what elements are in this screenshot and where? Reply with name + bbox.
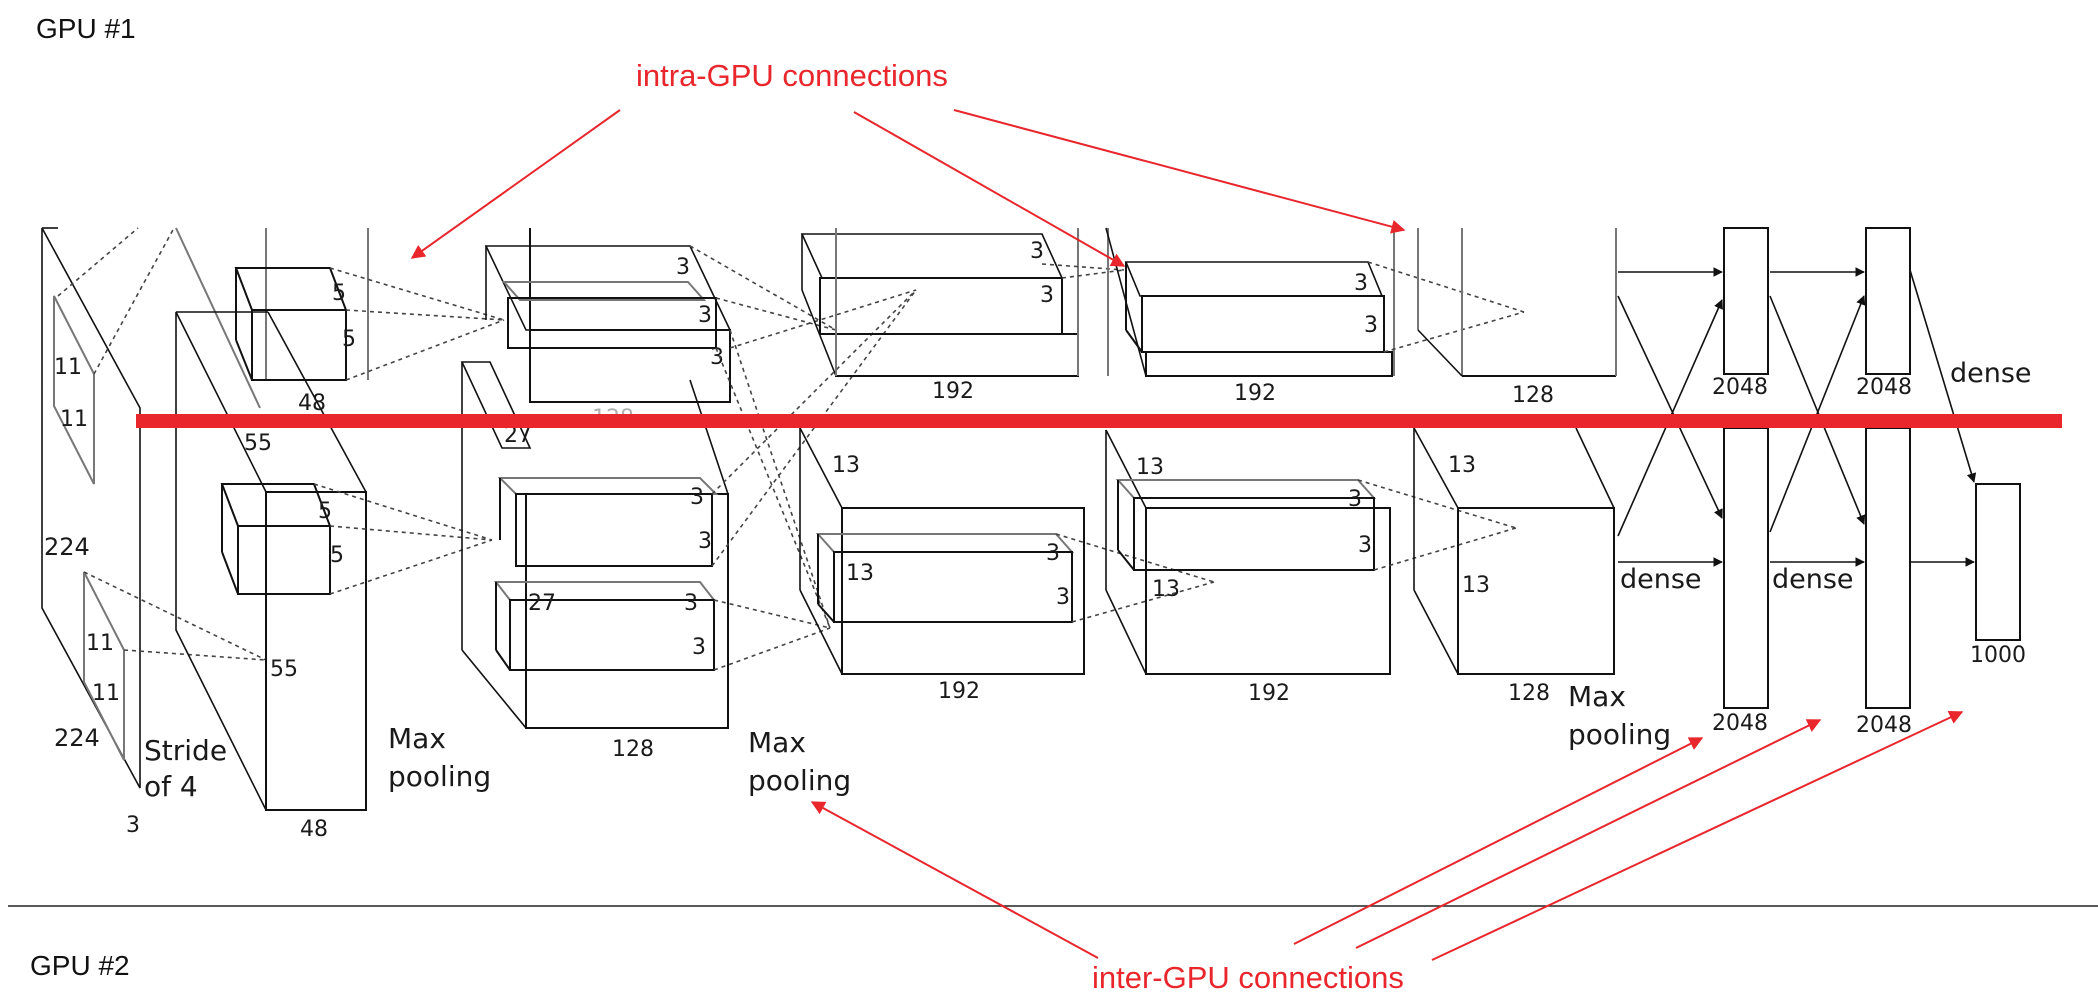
conv4-depth-bottom: 192	[1248, 681, 1290, 706]
output-label: 1000	[1970, 643, 2026, 668]
conv1-size-label: 55	[244, 431, 272, 456]
conv3-kernel-4: 3	[1056, 585, 1070, 610]
input-height-label: 224	[44, 533, 90, 561]
dense-label-3: dense	[1950, 358, 2032, 389]
intra-gpu-label: intra-GPU connections	[636, 58, 948, 93]
inter-gpu-label: inter-GPU connections	[1092, 960, 1404, 995]
gpu2-label: GPU #2	[30, 950, 130, 981]
conv2-depth-bottom: 128	[612, 737, 654, 762]
conv2-kernel-1: 3	[676, 255, 690, 280]
conv4-kernel-2: 3	[1364, 313, 1378, 338]
conv1-kernel-3: 5	[318, 499, 332, 524]
conv3-depth-bottom: 192	[938, 679, 980, 704]
fc2-top-label: 2048	[1856, 375, 1912, 400]
dense-label-1: dense	[1620, 564, 1702, 595]
fc-layers: 2048 2048 2048 2048 1000 dense dense den…	[1620, 227, 2032, 738]
fc2-bottom-label: 2048	[1856, 713, 1912, 738]
conv3-size-label: 13	[832, 453, 860, 478]
conv4-size-label: 13	[1136, 455, 1164, 480]
conv3-layer: 13 13 192 192 3 3 3 3	[799, 228, 1085, 704]
input-channels-label: 3	[126, 813, 140, 838]
conv2-kernel-7: 3	[692, 635, 706, 660]
conv2-kernel-6: 3	[684, 591, 698, 616]
conv4-kernel-4: 3	[1358, 533, 1372, 558]
intra-gpu-arrows	[410, 109, 1406, 267]
conv4-kernel-1: 3	[1354, 271, 1368, 296]
dense-label-2: dense	[1772, 564, 1854, 595]
conv2-kernel-3: 3	[710, 345, 724, 370]
conv1-kernel-1: 5	[332, 281, 346, 306]
input-kernel-label-2: 11	[60, 407, 88, 432]
inter-gpu-arrows	[810, 710, 1964, 961]
conv4-kernel-3: 3	[1348, 487, 1362, 512]
fc1-top-label: 2048	[1712, 375, 1768, 400]
input-layer: 224 224 3 11 11 11 11 Stride of 4	[41, 227, 236, 838]
conv3-size-label-2: 13	[846, 561, 874, 586]
conv3-depth-top: 192	[932, 379, 974, 404]
conv5-size-label: 13	[1448, 453, 1476, 478]
conv4-conv5-connections	[1357, 261, 1525, 571]
fc-connections	[1617, 267, 1977, 567]
conv1-kernel-2: 5	[342, 327, 356, 352]
conv2-size-label-2: 27	[528, 591, 556, 616]
conv5-size-label-2: 13	[1462, 573, 1490, 598]
input-kernel-label-3: 11	[86, 631, 114, 656]
conv3-kernel-2: 3	[1040, 283, 1054, 308]
input-width-label: 224	[54, 724, 100, 752]
fc1-bottom-label: 2048	[1712, 711, 1768, 736]
conv1-size-label-2: 55	[270, 657, 298, 682]
gpu1-label: GPU #1	[36, 13, 136, 44]
gpu-split-bar	[136, 414, 2062, 428]
conv1-kernel-4: 5	[330, 543, 344, 568]
conv4-layer: 13 13 192 192 3 3 3 3	[1105, 227, 1395, 706]
conv5-depth-bottom: 128	[1508, 681, 1550, 706]
conv2-kernel-5: 3	[698, 529, 712, 554]
conv3-kernel-1: 3	[1030, 239, 1044, 264]
conv3-conv4-connections	[1041, 263, 1215, 623]
pool3-label: Max pooling	[1568, 680, 1671, 751]
conv5-layer: 13 13 128 128 Max pooling	[1413, 228, 1671, 751]
conv4-depth-top: 192	[1234, 381, 1276, 406]
conv2-layer: 27 27 128 128 3 3 3 3 3 3 3 Max pooling	[460, 228, 851, 797]
conv1-depth-top: 48	[298, 391, 326, 416]
conv4-size-label-2: 13	[1152, 577, 1180, 602]
stride-label: Stride of 4	[144, 734, 236, 803]
input-kernel-label-4: 11	[92, 681, 120, 706]
input-conv1-connections	[57, 227, 267, 661]
conv2-conv3-connections	[689, 245, 917, 671]
input-kernel-label-1: 11	[54, 355, 82, 380]
pool2-label: Max pooling	[748, 726, 851, 797]
conv2-kernel-4: 3	[690, 485, 704, 510]
conv5-depth-top: 128	[1512, 383, 1554, 408]
conv3-kernel-3: 3	[1046, 541, 1060, 566]
conv1-depth-bottom: 48	[300, 817, 328, 842]
pool1-label: Max pooling	[388, 722, 491, 793]
conv2-kernel-2: 3	[698, 303, 712, 328]
